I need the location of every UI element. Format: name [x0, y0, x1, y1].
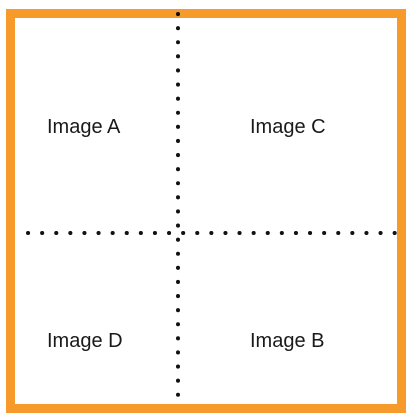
quadrant-label-image-a: Image A: [47, 116, 121, 138]
orange-frame: [6, 9, 406, 413]
quadrant-label-image-b: Image B: [250, 330, 325, 352]
quadrant-label-image-d: Image D: [47, 330, 123, 352]
quadrant-label-image-c: Image C: [250, 116, 326, 138]
